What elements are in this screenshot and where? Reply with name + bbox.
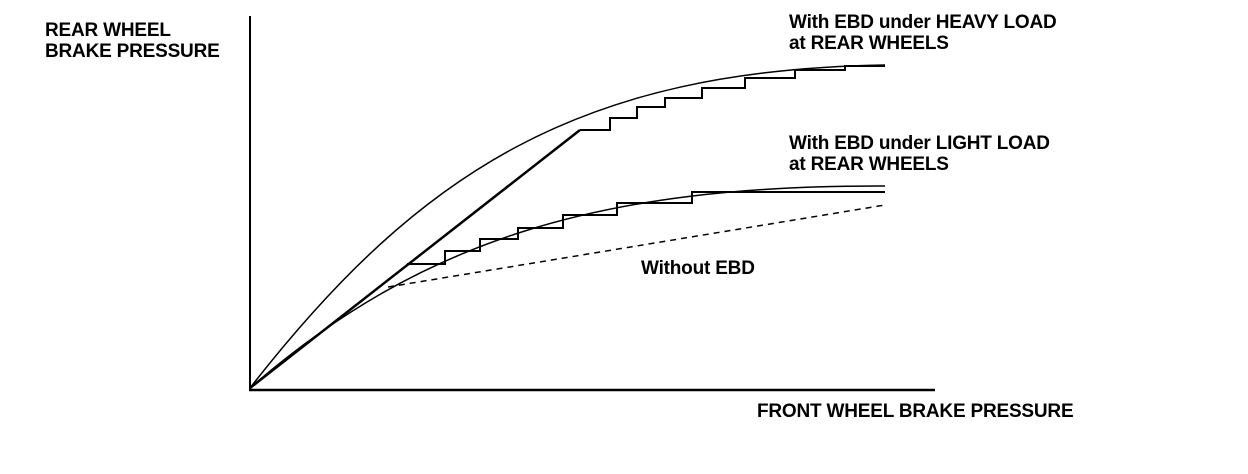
x-axis-label: FRONT WHEEL BRAKE PRESSURE [757, 401, 1074, 422]
without-ebd-dashed-line [387, 204, 886, 288]
heavy-load-label: With EBD under HEAVY LOAD at REAR WHEELS [789, 12, 1057, 54]
initial-proportioning-line [249, 129, 581, 389]
heavy-load-ebd-staircase [580, 65, 885, 131]
light-load-label-line1: With EBD under LIGHT LOAD [789, 133, 1050, 154]
without-ebd-label: Without EBD [641, 258, 755, 279]
y-axis-label-line1: REAR WHEEL [45, 20, 171, 41]
light-load-label-line2: at REAR WHEELS [789, 154, 949, 175]
heavy-load-ideal-curve [249, 64, 886, 389]
heavy-load-label-line1: With EBD under HEAVY LOAD [789, 12, 1057, 33]
light-load-ebd-staircase [407, 191, 885, 265]
y-axis-label-line2: BRAKE PRESSURE [45, 41, 220, 62]
light-load-ideal-curve [249, 185, 886, 389]
light-load-label: With EBD under LIGHT LOAD at REAR WHEELS [789, 133, 1050, 175]
heavy-load-label-line2: at REAR WHEELS [789, 33, 949, 54]
y-axis-label: REAR WHEEL BRAKE PRESSURE [45, 20, 220, 62]
